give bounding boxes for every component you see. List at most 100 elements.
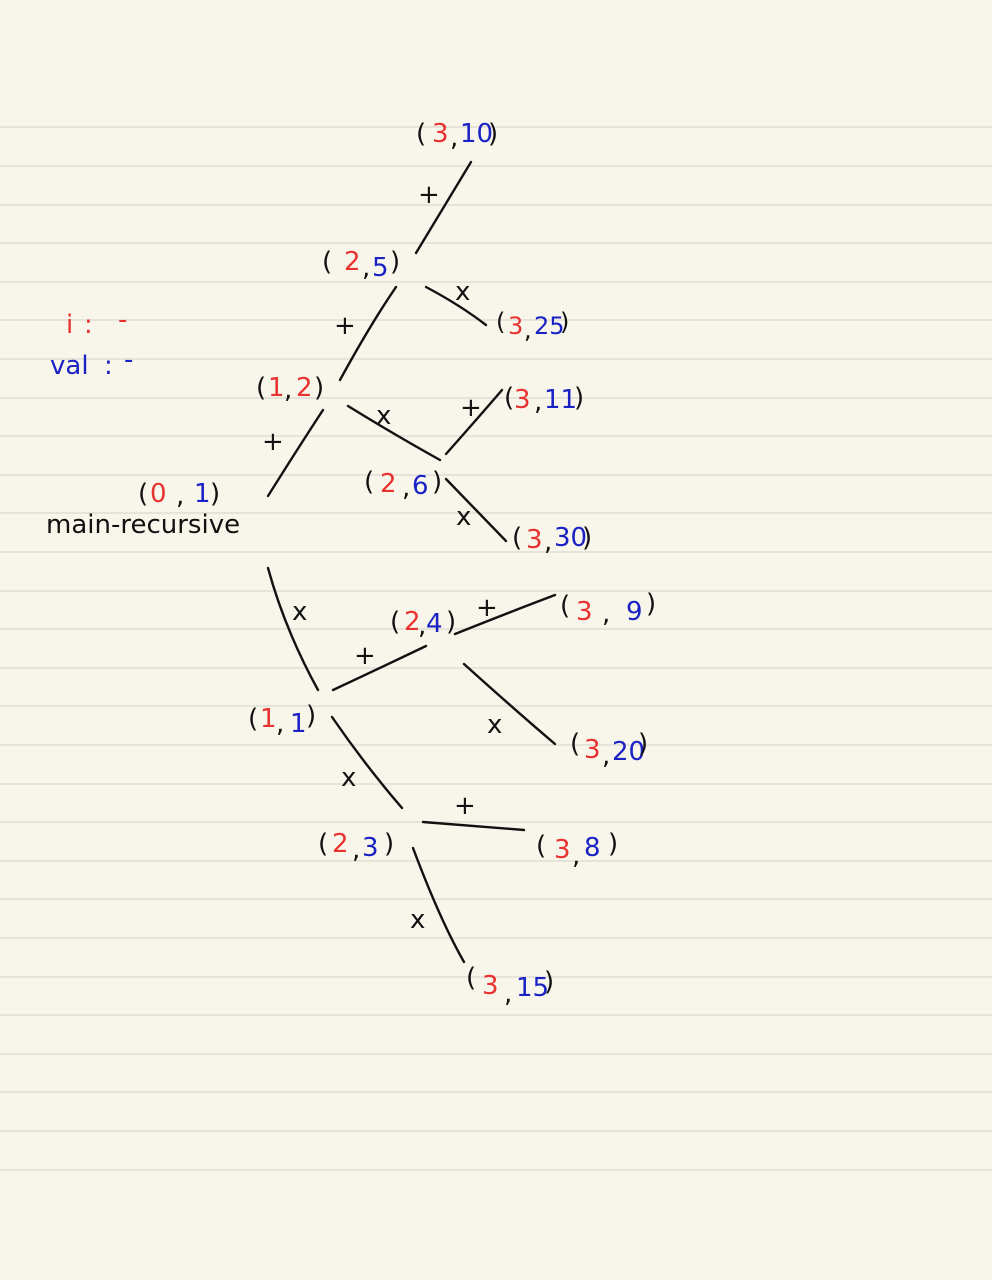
op-times-2-3: x — [410, 905, 425, 935]
edge-2-6-times — [444, 477, 508, 543]
svg-text:10: 10 — [460, 119, 493, 149]
svg-text:0: 0 — [150, 479, 167, 509]
legend-i-label: i — [66, 310, 73, 340]
node-2-6: ( 2 , 6 ) — [364, 467, 442, 503]
svg-text:,: , — [524, 316, 532, 344]
node-3-8: ( 3 , 8 ) — [536, 829, 618, 871]
svg-text:(: ( — [570, 729, 580, 759]
svg-text:3: 3 — [554, 835, 571, 865]
op-plus-1-2: + — [334, 311, 356, 341]
svg-text:3: 3 — [432, 119, 449, 149]
svg-text:,: , — [402, 473, 410, 503]
edge-2-5-times — [424, 285, 488, 327]
svg-text:(: ( — [318, 829, 328, 859]
legend-val-value: - — [124, 345, 133, 375]
svg-text:,: , — [450, 123, 458, 153]
svg-text:,: , — [534, 387, 542, 417]
svg-text:20: 20 — [612, 737, 645, 767]
svg-text:): ) — [210, 479, 220, 509]
svg-text:(: ( — [504, 383, 514, 413]
svg-text:2: 2 — [404, 607, 421, 637]
node-3-25: ( 3 , 25 ) — [496, 308, 569, 344]
svg-text:3: 3 — [576, 597, 593, 627]
svg-text:3: 3 — [584, 735, 601, 765]
op-times-2-5: x — [455, 277, 470, 307]
op-plus-2-3: + — [454, 791, 476, 821]
edge-root-plus — [266, 408, 325, 498]
svg-text:): ) — [314, 373, 324, 403]
svg-text:1: 1 — [260, 704, 277, 734]
svg-text:2: 2 — [296, 373, 313, 403]
svg-text:(: ( — [390, 607, 400, 637]
svg-text:3: 3 — [514, 385, 531, 415]
svg-text:9: 9 — [626, 597, 643, 627]
edge-1-2-times — [346, 404, 442, 462]
svg-text:3: 3 — [508, 312, 523, 340]
svg-text:,: , — [418, 611, 426, 641]
node-2-4: ( 2 , 4 ) — [390, 607, 456, 641]
op-plus-2-5: + — [418, 180, 440, 210]
svg-text:(: ( — [256, 373, 266, 403]
svg-text:): ) — [544, 967, 554, 997]
node-1-2: ( 1 , 2 ) — [256, 373, 324, 405]
svg-text:6: 6 — [412, 471, 429, 501]
svg-text:,: , — [352, 835, 360, 865]
svg-text:3: 3 — [362, 833, 379, 863]
svg-text:(: ( — [248, 704, 258, 734]
op-plus-2-6: + — [460, 393, 482, 423]
svg-text::: : — [84, 310, 93, 340]
edge-2-5-plus — [414, 160, 473, 255]
svg-text:,: , — [276, 709, 284, 739]
svg-text:3: 3 — [482, 971, 499, 1001]
edge-1-2-plus — [338, 285, 398, 382]
svg-text::: : — [104, 351, 113, 381]
svg-text:,: , — [544, 527, 552, 557]
svg-text:5: 5 — [372, 253, 389, 283]
svg-text:): ) — [574, 383, 584, 413]
svg-text:): ) — [384, 829, 394, 859]
svg-text:(: ( — [416, 119, 426, 149]
svg-text:(: ( — [560, 591, 570, 621]
tree-edges — [266, 160, 557, 964]
op-plus-1-1: + — [354, 641, 376, 671]
legend-val-label: val — [50, 351, 89, 381]
svg-text:,: , — [504, 979, 512, 1009]
svg-text:1: 1 — [194, 479, 211, 509]
svg-text:(: ( — [322, 247, 332, 277]
node-3-30: ( 3 , 30 ) — [512, 523, 592, 557]
node-1-1: ( 1 , 1 ) — [248, 701, 316, 739]
op-times-2-4: x — [487, 710, 502, 740]
edge-2-4-plus — [453, 593, 557, 636]
node-3-9: ( 3 , 9 ) — [560, 589, 656, 629]
edge-2-6-plus — [444, 388, 504, 456]
svg-text:1: 1 — [290, 709, 307, 739]
svg-text:,: , — [602, 741, 610, 771]
op-times-root: x — [292, 597, 307, 627]
edge-2-3-times — [411, 846, 466, 964]
edge-1-1-times — [330, 715, 404, 810]
svg-text:): ) — [446, 607, 456, 637]
op-times-1-2: x — [376, 401, 391, 431]
svg-text:): ) — [390, 247, 400, 277]
edge-root-times — [266, 566, 320, 692]
svg-text:,: , — [362, 253, 370, 283]
svg-text:,: , — [176, 481, 184, 511]
legend: i : - val : - — [50, 305, 133, 381]
node-3-15: ( 3 , 15 ) — [466, 963, 554, 1009]
svg-text:(: ( — [138, 479, 148, 509]
node-3-11: ( 3 , 11 ) — [504, 383, 584, 417]
node-0-1: ( 0 , 1 ) — [138, 479, 220, 511]
svg-text:11: 11 — [544, 385, 577, 415]
svg-text:): ) — [432, 467, 442, 497]
svg-text:): ) — [646, 589, 656, 619]
svg-text:1: 1 — [268, 373, 285, 403]
svg-text:): ) — [560, 308, 569, 336]
edge-2-3-plus — [421, 820, 526, 832]
root-caption: main-recursive — [46, 510, 240, 540]
svg-text:(: ( — [466, 963, 476, 993]
svg-text:(: ( — [536, 831, 546, 861]
node-2-3: ( 2 , 3 ) — [318, 829, 394, 865]
edge-2-4-times — [462, 662, 557, 746]
